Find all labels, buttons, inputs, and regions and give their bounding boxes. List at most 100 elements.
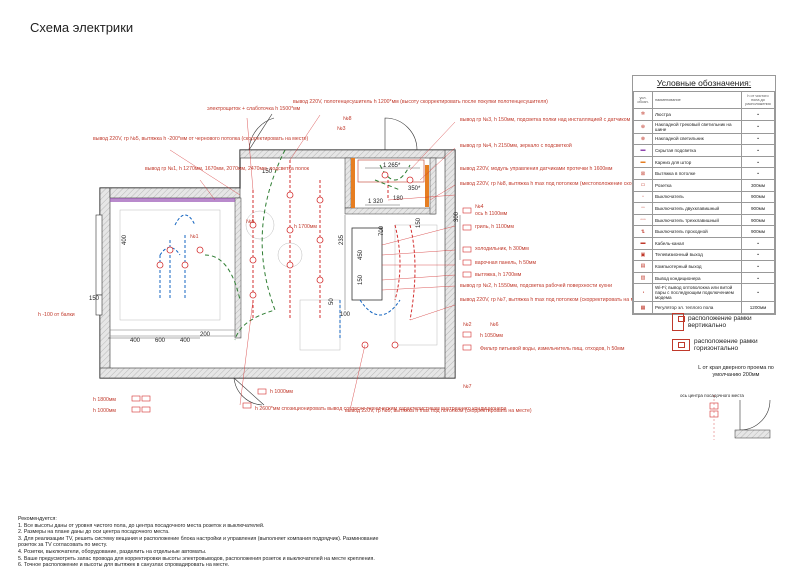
light-fixtures [156,171,414,349]
legend-panel: Условные обозначения: усл. обозн. наимен… [632,75,776,315]
leader-lines [169,114,456,411]
legend-row: ▬Скрытая подсветка• [633,144,775,157]
frame-legend: расположение рамки вертикально расположе… [672,313,789,359]
label-h1050: h 1050мм [480,333,503,339]
label-n7-text: вывод 220V, гр №7, вытяжка h max под пот… [460,297,647,303]
legend-item-name: Выключатель трехклавишный [652,213,742,227]
notes-line: 6. Точное расположение и высоты для вытя… [18,562,230,569]
legend-item-value: 900мм [741,225,775,238]
wiring-red [252,160,416,321]
legend-item-value: • [741,108,775,121]
frame-vertical-row: расположение рамки вертикально [672,313,789,331]
notes-line: розеток за TV согласовать по месту. [18,542,108,549]
dim-text: 600 [155,338,166,344]
legend-header-cell: наименование [652,91,742,109]
dim-text: 150 [416,217,422,228]
legend-row: ⊗Накладной светильник• [633,132,775,146]
wifi-icon: ◔ [641,289,645,296]
ceiling-exhaust-icon: ⊠ [640,170,646,177]
socket-icons [131,207,472,413]
wiring-green [204,149,411,341]
legend-row: ⊠ Вытяжка в потолке• [633,167,775,180]
frame-vertical-label: расположение рамки вертикально [688,315,752,329]
dim-text: 700 [379,225,385,236]
legend-row: ▤Компьютерный выход• [633,260,775,273]
legend-title: Условные обозначения: [656,78,752,88]
doors [233,113,418,406]
label-n7b: №7 [463,384,472,390]
label-beam: h -100 от балки [38,312,75,318]
legend-item-value: • [741,260,775,273]
dim-text: 100 [340,312,351,318]
legend-item-name: Вывод кондиционера [652,271,742,285]
legend-item-name: Регулятор эл. теплого пола [652,301,742,314]
label-grill: гриль, h 1100мм [475,224,514,230]
label-n1: №1 [190,234,199,240]
legend-row: ✲Люстра• [633,108,775,121]
legend-row: ▬ Карниз для штор• [633,155,775,169]
door-note-text: L от края дверного проема по умолчанию 2… [698,365,774,378]
legend-item-name: Скрытая подсветка [652,144,742,157]
bath-fixture [357,159,425,183]
legend-item-name: Выключатель проходной [652,225,742,238]
legend-item-value: • [741,167,775,180]
label-n1-text: вывод гр №1, h 1270мм, 1670мм, 2070мм, 2… [145,166,310,172]
legend-item-name: Выключатель [652,190,742,204]
cornice-light-icon: ▬ [640,159,646,166]
dimension-lines [108,167,461,339]
cornice-strip [351,158,355,208]
notes-line: 2. Размеры на плане даны до оси центра п… [18,529,170,536]
recommendations-notes: Рекомендуется: 1. Все высоты даны от уро… [18,516,538,569]
legend-item-value: 900мм [741,202,775,215]
legend-row: ◔Wi-Fi; вывод оптоволокна или витой пары… [633,283,775,303]
notes-line: 3. Для реализации TV, решить систему вещ… [18,535,379,542]
label-hob: варочная панель, h 50мм [475,260,536,266]
label-n8: №8 [343,116,352,122]
legend-item-value: • [741,283,775,303]
legend-item-value: 300мм [741,178,775,192]
dim-text: 150 [89,296,100,302]
legend-item-value: 1200мм [741,301,775,314]
legend-item-value: • [741,155,775,169]
legend-row: ⊕Накладной трековый светильник на шине• [633,119,775,134]
label-shield: электрощиток + слаботочка h 1500*мм [207,106,301,112]
notes-line: 4. Розетки, выключатели, оборудование, р… [18,548,207,555]
label-filter: Фильтр питьевой воды, измельчитель пищ. … [480,345,625,352]
door-axis-label: ось центра посадочного места [680,393,744,398]
legend-item-name: Выключатель двухклавишный [652,202,742,215]
frame-horizontal-row: расположение рамки горизонтально [672,338,789,352]
label-n4-h: ось h 1100мм [475,211,508,217]
mirror-strip [425,165,429,207]
label-n2: №2 [463,322,472,328]
label-n5-text: вывод 220V, гр №5, вытяжка h -200*мм от … [93,136,309,142]
legend-item-name: Карниз для штор [652,155,742,169]
furniture [119,209,438,351]
dim-text: 400 [180,338,191,344]
label-n4: №4 [475,204,484,210]
notes-line: 5. Ваше предусмотреть запас провода для … [18,555,375,562]
legend-item-name: Вытяжка в потолке [652,167,742,180]
switch-icon: ▫ [642,193,644,200]
hidden-light-icon: ▬ [640,147,646,154]
label-h1700: h 1700мм [294,224,317,230]
triple-switch-icon: ▫▫▫ [640,217,646,224]
dim-text: 235 [339,234,345,245]
label-n8-text: вывод 220V, гр №8, вытяжка h max под пот… [460,181,689,187]
label-h1800: h 1800мм [93,397,116,403]
dim-text: 400 [130,338,141,344]
label-n4-text: вывод гр №4, h 2150мм, зеркало с подсвет… [460,142,572,149]
dim-text: 150 [262,169,273,175]
dim-text: 350* [408,186,421,192]
dim-text: 1 320 [368,199,384,205]
frame-horizontal-label: расположение рамки горизонтально [694,338,758,352]
chandelier-icon: ✲ [640,111,646,118]
track-light-icon: ⊕ [640,123,646,130]
legend-item-value: • [741,132,775,146]
